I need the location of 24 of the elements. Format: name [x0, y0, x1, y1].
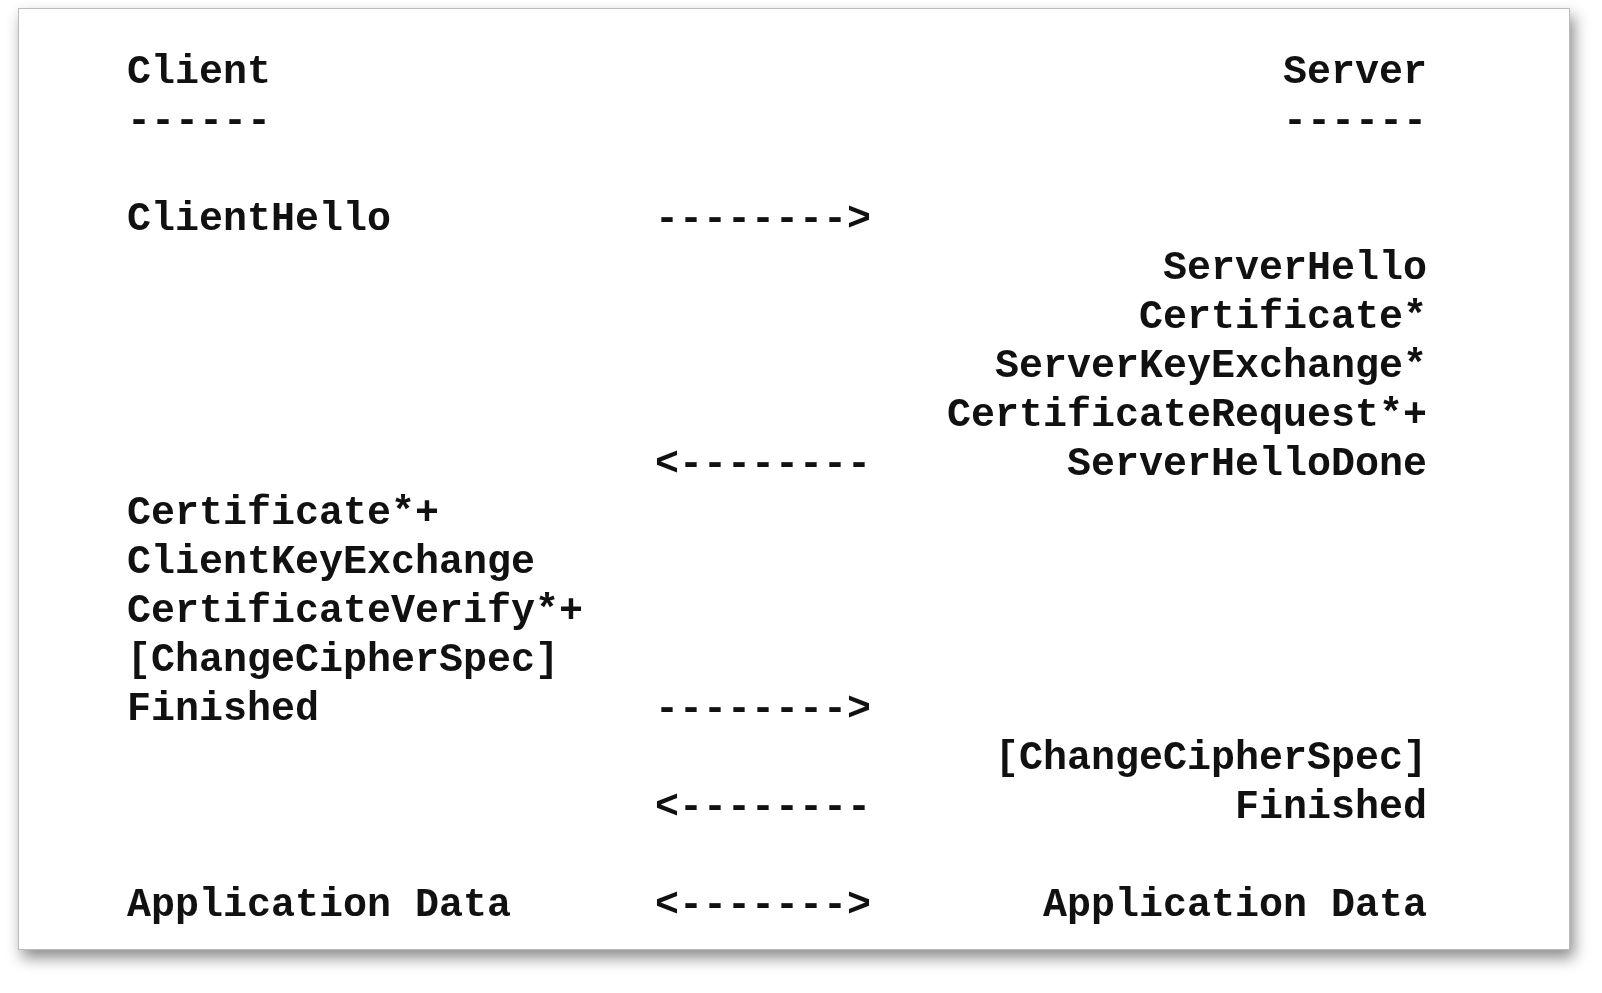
message-name: Application Data: [127, 882, 512, 930]
column-heading: Server: [1282, 49, 1427, 97]
text-arrow: -------->: [655, 686, 872, 734]
message-name: Certificate*+: [127, 490, 440, 538]
dash-rule: ------: [1282, 98, 1427, 146]
text-arrow: -------->: [655, 196, 872, 244]
text-arrow: <------->: [655, 882, 872, 930]
message-name: ClientKeyExchange: [127, 539, 536, 587]
message-name: ServerKeyExchange*: [994, 343, 1427, 391]
message-name: Finished: [127, 686, 320, 734]
message-name: ServerHelloDone: [1066, 441, 1427, 489]
message-name: [ChangeCipherSpec]: [994, 735, 1427, 783]
message-name: [ChangeCipherSpec]: [127, 637, 560, 685]
dash-rule: ------: [127, 98, 272, 146]
text-arrow: <--------: [655, 784, 872, 832]
column-heading: Client: [127, 49, 272, 97]
text-arrow: <--------: [655, 441, 872, 489]
message-name: CertificateVerify*+: [127, 588, 584, 636]
message-name: CertificateRequest*+: [946, 392, 1427, 440]
message-name: ClientHello: [127, 196, 392, 244]
message-name: Finished: [1234, 784, 1427, 832]
message-name: ServerHello: [1162, 245, 1427, 293]
message-name: Application Data: [1042, 882, 1427, 930]
message-name: Certificate*: [1138, 294, 1427, 342]
